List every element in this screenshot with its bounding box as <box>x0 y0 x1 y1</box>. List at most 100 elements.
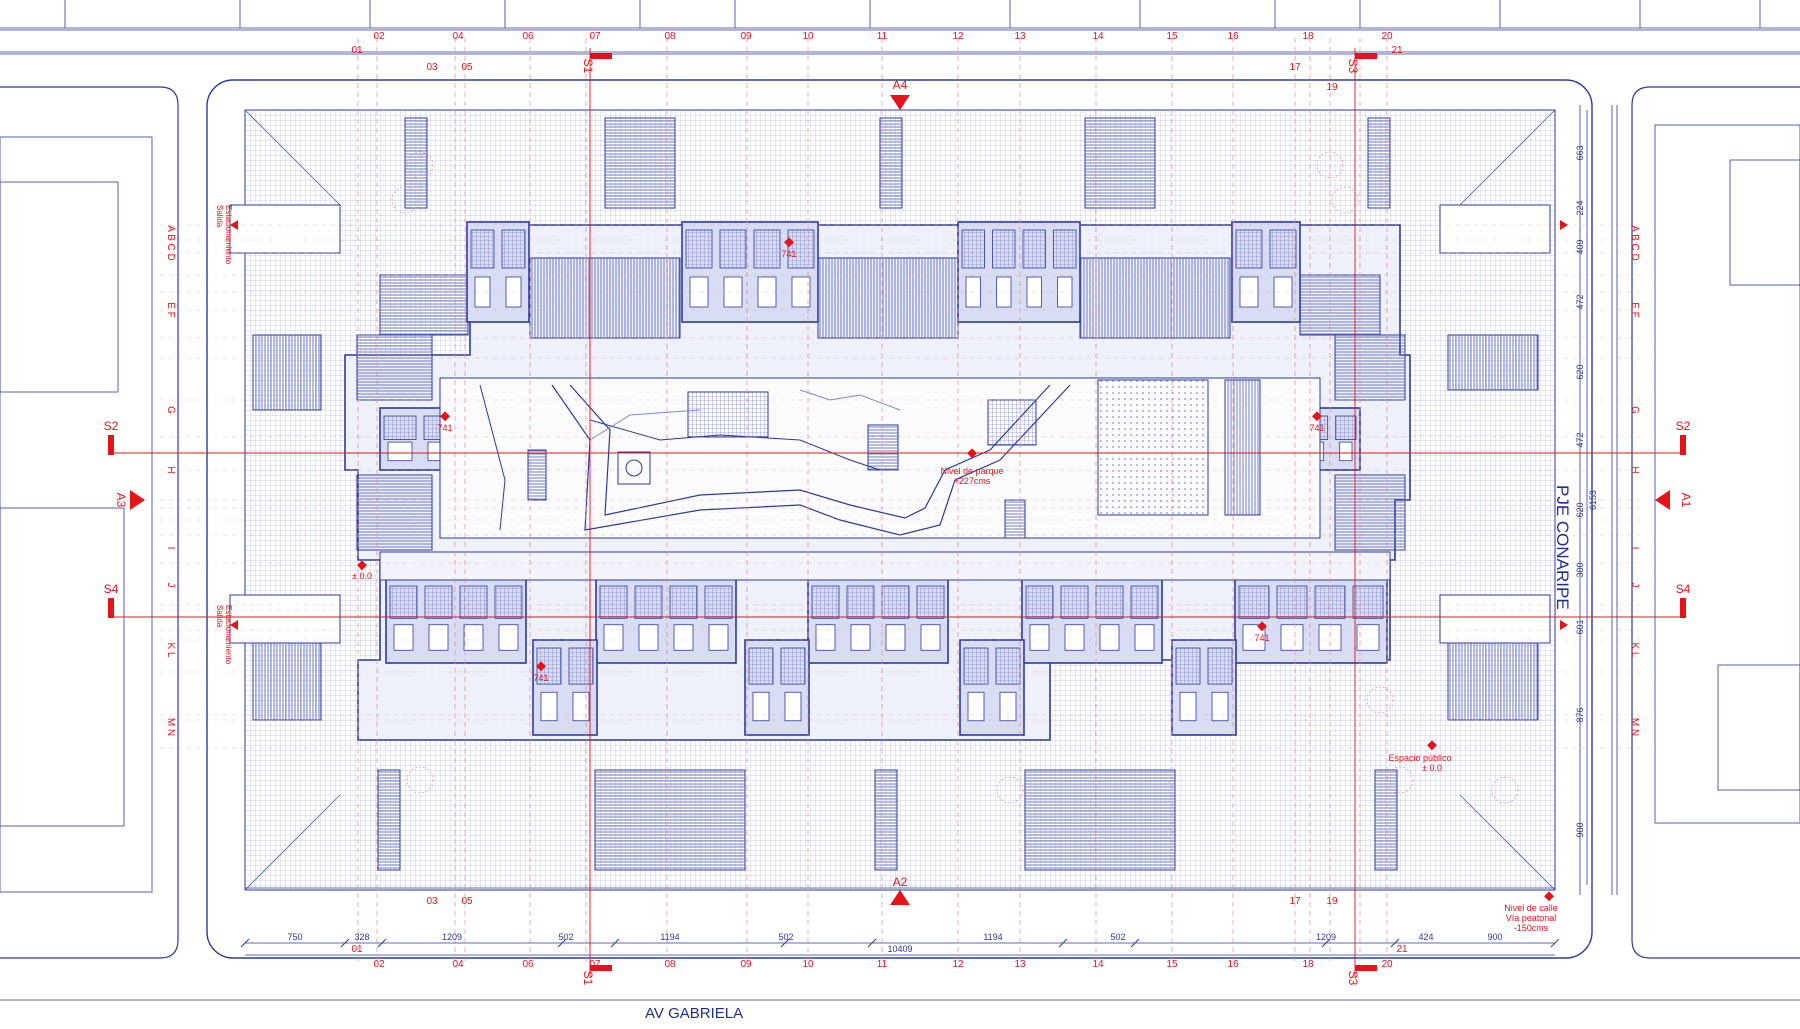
grid-row-label-right: A B C D <box>1629 225 1640 261</box>
grid-row-label-right: H <box>1629 466 1640 473</box>
grid-col-label-bottom: 03 <box>426 896 438 907</box>
section-s1-top-label: S1 <box>581 59 595 74</box>
ramps-top <box>404 117 1391 209</box>
unit-module <box>807 577 949 664</box>
tree-symbol <box>1491 776 1519 804</box>
south-walkway <box>379 551 1391 581</box>
section-s4-left <box>108 598 114 618</box>
ramps-bottom <box>377 769 1398 871</box>
park-level-tag: +227cms <box>954 476 991 486</box>
section-s3-bottom <box>1355 965 1377 971</box>
level-marker <box>967 448 977 459</box>
grid-col-label-top: 13 <box>1014 31 1026 42</box>
tree-symbol <box>406 151 434 179</box>
side-wings <box>356 334 1406 551</box>
exit-arrow-left <box>230 220 238 230</box>
grid-col-label-bottom: 20 <box>1381 959 1393 970</box>
dim-tick <box>340 938 350 948</box>
grid-col-label-bottom: 10 <box>802 959 814 970</box>
public-level-tag: ± 0.0 <box>1422 763 1442 773</box>
grid-col-label-bottom: 16 <box>1227 959 1239 970</box>
exit-arrow-right <box>1560 220 1568 230</box>
tree-symbol <box>1331 186 1359 214</box>
grid-col-label-bottom: 21 <box>1396 944 1408 955</box>
section-s1-bottom <box>590 965 612 971</box>
elevation-a1-label: A1 <box>1679 493 1693 508</box>
grid-row-label-right: K L <box>1629 642 1640 657</box>
unit-module <box>595 577 737 664</box>
level-marker <box>440 411 450 422</box>
tree-symbol <box>996 776 1024 804</box>
dimension-value: 1194 <box>983 932 1002 942</box>
unit-module <box>466 221 530 323</box>
exit-label-left: Salida <box>215 205 224 228</box>
grid-col-label-top: 07 <box>589 31 601 42</box>
dimension-value: 424 <box>1418 932 1433 942</box>
level-marker <box>1257 621 1267 632</box>
street-level-tag: -150cms <box>1514 923 1549 933</box>
dim-tick <box>1058 938 1068 948</box>
grid-col-label-bottom: 09 <box>740 959 752 970</box>
grid-row-label-right: G <box>1629 406 1640 414</box>
grid-col-label-bottom: 11 <box>877 959 888 970</box>
elevation-a4-label: A4 <box>893 78 908 92</box>
grid-col-label-top: 06 <box>522 31 534 42</box>
dimension-value: 620 <box>1575 364 1585 379</box>
grid-col-label-bottom: 06 <box>522 959 534 970</box>
courtyard-park <box>439 377 1321 539</box>
grid-row-label-right: J <box>1629 583 1640 588</box>
grid-row-label-left: M N <box>165 718 176 736</box>
dim-tick <box>240 938 250 948</box>
context-blocks <box>0 0 1800 1001</box>
dimension-value: 620 <box>1575 502 1585 517</box>
unit-level-tag: 741 <box>1254 633 1269 643</box>
unit-module <box>532 639 598 736</box>
dim-tick <box>610 938 620 948</box>
grid-col-label-top: 20 <box>1381 31 1393 42</box>
elevation-a4-arrow <box>890 95 910 110</box>
grid-col-label-top: 04 <box>452 31 464 42</box>
unit-module <box>959 639 1025 736</box>
level-zero-tag: ± 0.0 <box>352 571 372 581</box>
dim-tick <box>867 938 877 948</box>
grid-col-label-bottom: 15 <box>1166 959 1178 970</box>
dimension-value: 502 <box>558 932 573 942</box>
tree-symbol <box>1386 766 1414 794</box>
tree-symbol <box>1366 686 1394 714</box>
grid-col-label-top: 21 <box>1391 45 1403 56</box>
section-s2-left-label: S2 <box>104 419 119 433</box>
unit-level-tag: 741 <box>533 673 548 683</box>
grid-col-label-top: 08 <box>664 31 676 42</box>
grid-col-label-top: 18 <box>1302 31 1314 42</box>
public-level-tag: Espacio público <box>1388 753 1451 763</box>
dim-tick <box>557 938 567 948</box>
section-s4-right <box>1680 598 1686 618</box>
dimension-value: 328 <box>354 932 369 942</box>
grid-row-label-right: E F <box>1629 302 1640 318</box>
unit-module <box>1171 639 1237 736</box>
tree-symbol <box>391 186 419 214</box>
dimension-value: 502 <box>1110 932 1125 942</box>
dim-tick <box>1130 938 1140 948</box>
section-s4-left-label: S4 <box>104 582 119 596</box>
dimension-value: 472 <box>1575 432 1585 447</box>
dim-tick <box>377 938 387 948</box>
grid-col-label-bottom: 02 <box>373 959 385 970</box>
dimension-value: 750 <box>287 932 302 942</box>
dimension-value: 472 <box>1575 294 1585 309</box>
section-s2-left <box>108 435 114 455</box>
level-marker <box>1427 740 1437 751</box>
dim-tick <box>1550 938 1560 948</box>
grid-col-label-bottom: 07 <box>589 959 601 970</box>
level-marker <box>784 237 794 248</box>
tree-symbol <box>1316 151 1344 179</box>
level-marker <box>1312 411 1322 422</box>
dimension-value: 663 <box>1575 145 1585 160</box>
tree-symbol <box>406 766 434 794</box>
grid-col-label-bottom: 17 <box>1289 896 1301 907</box>
grid-row-label-right: M N <box>1629 718 1640 736</box>
section-s1-bottom-label: S1 <box>581 971 595 986</box>
grid-row-label-left: A B C D <box>165 225 176 261</box>
